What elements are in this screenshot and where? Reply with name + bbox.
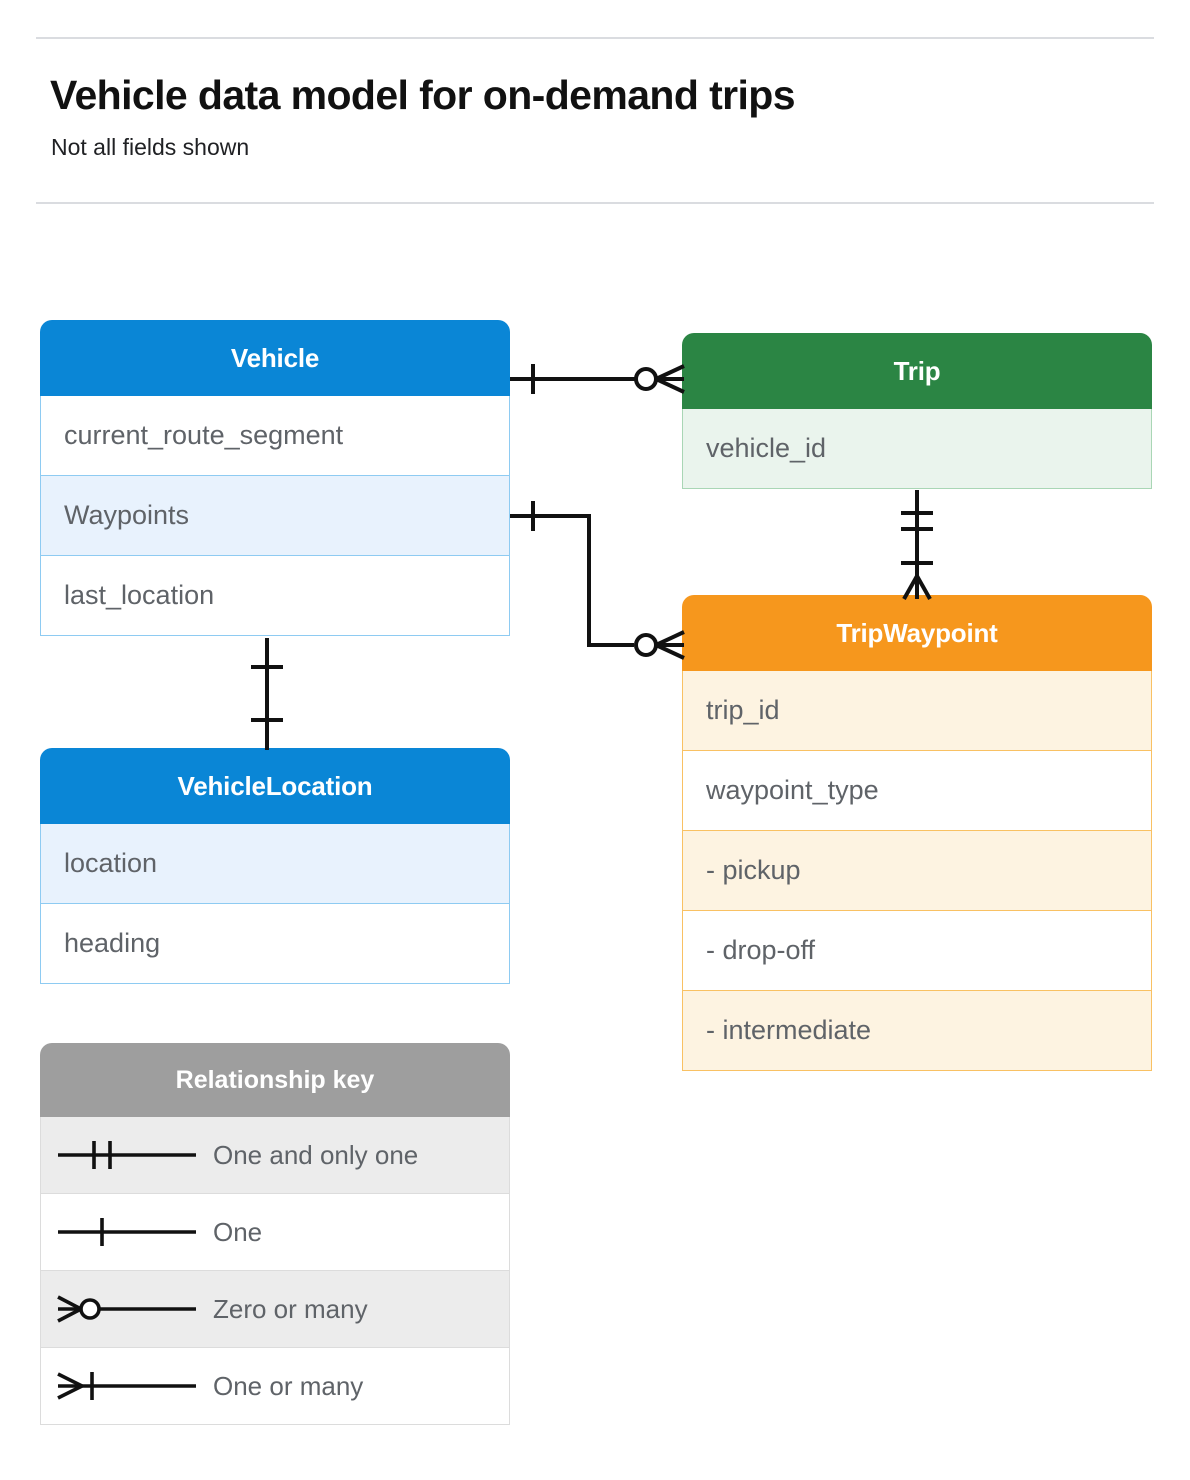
field-location: location: [40, 824, 510, 904]
entity-tripwaypoint-title: TripWaypoint: [682, 595, 1152, 671]
header-divider-top: [36, 37, 1154, 39]
relationship-key-legend: Relationship key One and only one One: [40, 1043, 510, 1425]
header-divider-bottom: [36, 202, 1154, 204]
legend-label-one-and-only-one: One and only one: [213, 1139, 419, 1170]
legend-row-one: One: [40, 1194, 510, 1271]
legend-label-one: One: [213, 1216, 263, 1247]
field-current-route-segment: current_route_segment: [40, 396, 510, 476]
entity-trip-title: Trip: [682, 333, 1152, 409]
one-or-many-icon: [41, 1348, 213, 1424]
entity-vehicle-location[interactable]: VehicleLocation location heading: [40, 748, 510, 984]
page-subtitle: Not all fields shown: [51, 134, 250, 160]
field-waypoint-type-intermediate: - intermediate: [682, 991, 1152, 1071]
connector-vehicle-vehiclelocation: [251, 638, 283, 750]
field-waypoint-type: waypoint_type: [682, 751, 1152, 831]
connector-trip-tripwaypoint: [901, 490, 933, 600]
field-trip-id: trip_id: [682, 671, 1152, 751]
field-waypoints: Waypoints: [40, 476, 510, 556]
field-last-location: last_location: [40, 556, 510, 636]
entity-trip[interactable]: Trip vehicle_id: [682, 333, 1152, 489]
legend-row-one-and-only-one: One and only one: [40, 1117, 510, 1194]
zero-or-many-icon: [41, 1271, 213, 1347]
field-vehicle-id: vehicle_id: [682, 409, 1152, 489]
entity-vehicle[interactable]: Vehicle current_route_segment Waypoints …: [40, 320, 510, 636]
field-waypoint-type-pickup: - pickup: [682, 831, 1152, 911]
connector-waypoints-tripwaypoint: [510, 501, 685, 660]
one-and-only-one-icon: [41, 1117, 213, 1193]
legend-label-one-or-many: One or many: [213, 1370, 364, 1401]
legend-title: Relationship key: [40, 1043, 510, 1117]
legend-row-zero-or-many: Zero or many: [40, 1271, 510, 1348]
one-icon: [41, 1194, 213, 1270]
entity-tripwaypoint[interactable]: TripWaypoint trip_id waypoint_type - pic…: [682, 595, 1152, 1071]
entity-vehicle-location-title: VehicleLocation: [40, 748, 510, 824]
entity-vehicle-title: Vehicle: [40, 320, 510, 396]
legend-row-one-or-many: One or many: [40, 1348, 510, 1425]
connector-vehicle-trip: [510, 364, 685, 394]
field-waypoint-type-dropoff: - drop-off: [682, 911, 1152, 991]
page-title: Vehicle data model for on-demand trips: [50, 72, 796, 118]
field-heading: heading: [40, 904, 510, 984]
legend-label-zero-or-many: Zero or many: [213, 1293, 368, 1324]
